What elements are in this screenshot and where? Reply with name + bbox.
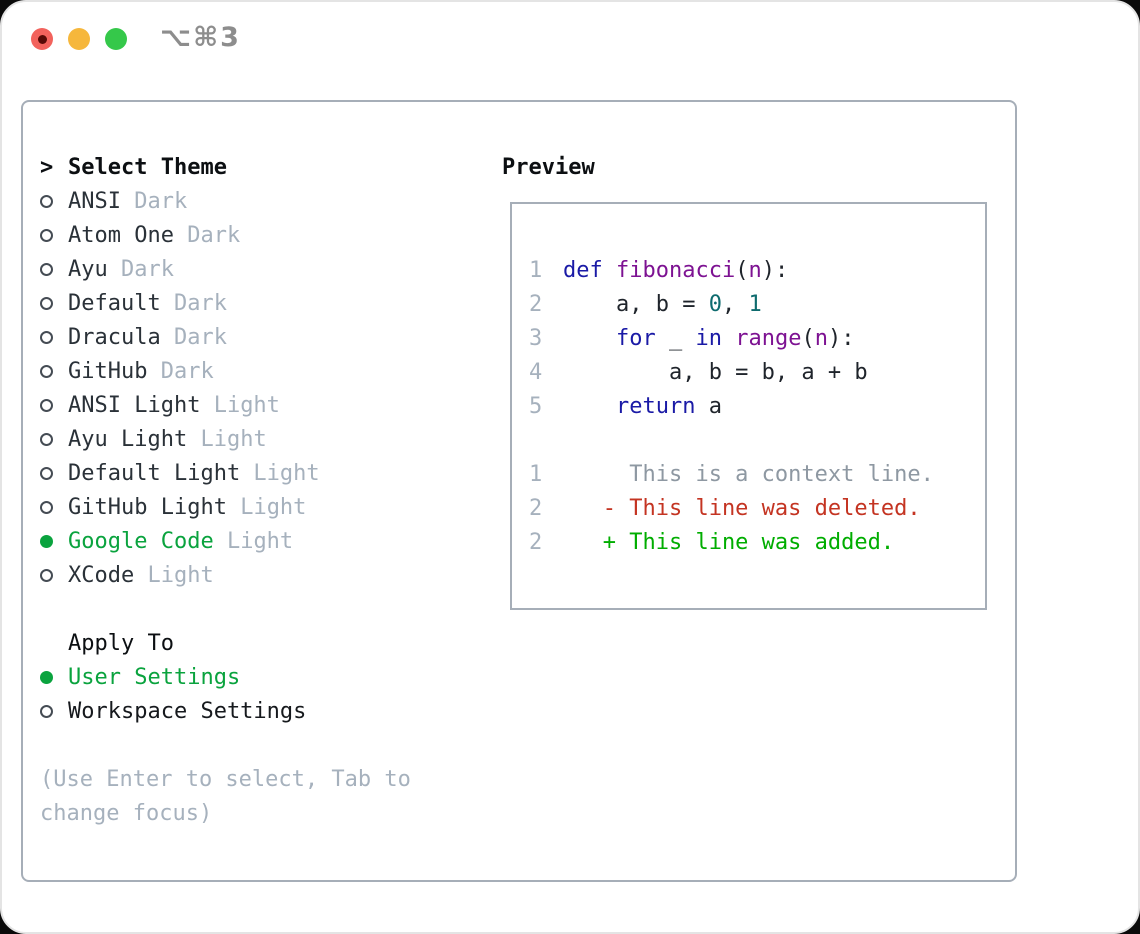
theme-name: XCode [68,562,135,588]
line-number: 3 [529,325,543,351]
radio-selected-icon [40,670,68,684]
radio-unselected-icon [40,296,68,310]
spacer-row [40,592,490,626]
diff-line-del: 2 - This line was deleted. [529,495,921,521]
theme-option-google-code[interactable]: Google Code Light [40,524,490,558]
radio-unselected-icon [40,398,68,412]
radio-unselected-icon [40,432,68,446]
radio-unselected-icon [40,228,68,242]
theme-variant: Light [213,528,294,554]
theme-variant: Light [226,494,307,520]
radio-unselected-icon [40,466,68,480]
apply-option-label: Workspace Settings [68,698,307,724]
theme-name: GitHub Light [68,494,227,520]
theme-option-default[interactable]: Default Dark [40,286,490,320]
line-number: 1 [529,257,543,283]
theme-option-default-light[interactable]: Default Light Light [40,456,490,490]
theme-option-ansi-light[interactable]: ANSI Light Light [40,388,490,422]
line-number: 1 [529,461,543,487]
theme-name: ANSI [68,188,121,214]
theme-name: Dracula [68,324,161,350]
theme-option-atom-one[interactable]: Atom One Dark [40,218,490,252]
theme-option-ansi[interactable]: ANSI Dark [40,184,490,218]
code-line: 2 a, b = 0, 1 [529,291,762,317]
theme-variant: Light [187,426,267,452]
select-theme-title: Select Theme [68,154,227,180]
preview-title: Preview [502,154,595,180]
traffic-lights [31,28,127,50]
radio-unselected-icon [40,500,68,514]
radio-unselected-icon [40,364,68,378]
theme-name: Google Code [68,528,214,554]
theme-option-ayu-light[interactable]: Ayu Light Light [40,422,490,456]
line-number: 4 [529,359,543,385]
radio-unselected-icon [40,194,68,208]
preview-header-wrap: Preview [502,150,595,184]
theme-name: Default Light [68,460,241,486]
theme-option-xcode[interactable]: XCode Light [40,558,490,592]
diff-line-ctx: 1 This is a context line. [529,461,934,487]
line-number: 5 [529,393,543,419]
line-number: 2 [529,495,543,521]
select-theme-header: > Select Theme [40,150,490,184]
apply-to-header: Apply To [40,626,490,660]
theme-name: Atom One [68,222,174,248]
theme-variant: Light [240,460,320,486]
line-number: 2 [529,529,543,555]
code-line: 5 return a [529,393,722,419]
theme-variant: Dark [160,290,227,316]
code-line: 3 for _ in range(n): [529,325,855,351]
code-line: 4 a, b = b, a + b [529,359,868,385]
line-number: 2 [529,291,543,317]
minimize-button[interactable] [68,28,90,50]
blank-line [529,423,985,457]
theme-name: Default [68,290,161,316]
window-shortcut-label: ⌥⌘3 [160,22,241,53]
theme-option-dracula[interactable]: Dracula Dark [40,320,490,354]
radio-selected-icon [40,534,68,548]
radio-unselected-icon [40,704,68,718]
apply-option-user-settings[interactable]: User Settings [40,660,490,694]
spacer-row [40,728,490,762]
record-dot-icon [37,34,47,44]
diff-line-add: 2 + This line was added. [529,529,895,555]
apply-option-workspace-settings[interactable]: Workspace Settings [40,694,490,728]
close-button[interactable] [31,28,53,50]
theme-variant: Light [200,392,280,418]
theme-variant: Dark [107,256,174,282]
theme-variant: Dark [173,222,241,248]
focus-caret-icon: > [40,154,54,180]
theme-name: ANSI Light [68,392,201,418]
theme-name: Ayu [68,256,108,282]
apply-option-label: User Settings [68,664,241,690]
theme-name: GitHub [68,358,148,384]
theme-name: Ayu Light [68,426,188,452]
apply-to-title: Apply To [68,630,174,656]
theme-option-github[interactable]: GitHub Dark [40,354,490,388]
theme-option-ayu[interactable]: Ayu Dark [40,252,490,286]
radio-unselected-icon [40,262,68,276]
theme-variant: Light [134,562,214,588]
theme-variant: Dark [160,324,227,350]
hint-line-1: (Use Enter to select, Tab to [40,766,411,792]
theme-option-github-light[interactable]: GitHub Light Light [40,490,490,524]
hint-line-2: change focus) [40,800,213,826]
radio-unselected-icon [40,330,68,344]
theme-variant: Dark [120,188,188,214]
theme-variant: Dark [147,358,214,384]
radio-unselected-icon [40,568,68,582]
zoom-button[interactable] [105,28,127,50]
